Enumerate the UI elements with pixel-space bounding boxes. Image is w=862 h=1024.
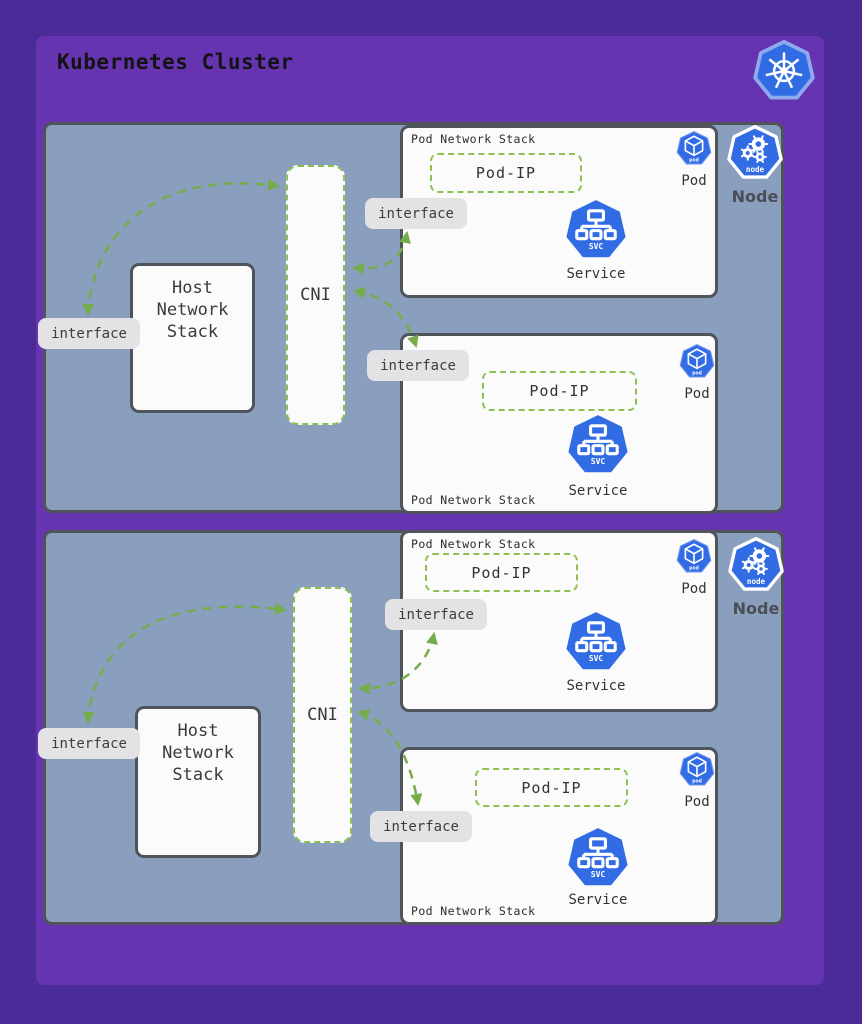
node-icon-label: node [746,165,765,174]
pod-icon: pod [676,538,712,575]
pod-ip-box: Pod-IP [430,153,582,193]
service-icon: SVC [567,825,629,891]
pod-icon: pod [679,343,715,380]
cni-box: CNI [286,165,345,425]
pod-icon-label: pod [689,565,699,571]
pod-interface-chip: interface [370,811,472,842]
cni-box: CNI [293,587,352,843]
pod-interface-chip: interface [365,198,467,229]
pod-ip-box: Pod-IP [475,768,628,807]
pod-network-stack-label: Pod Network Stack [411,904,536,918]
host-network-stack-box: Host Network Stack [135,706,261,858]
service-label: Service [568,483,628,499]
host-interface-chip: interface [38,318,140,349]
cni-label: CNI [307,705,338,725]
host-interface-chip: interface [38,728,140,759]
pod-ip-label: Pod-IP [471,563,532,582]
pod-interface-chip: interface [367,350,469,381]
host-network-stack-label: Host Network Stack [162,721,234,786]
service-label: Service [568,892,628,908]
node-icon: node [727,124,783,182]
pod-ip-label: Pod-IP [521,778,582,797]
node-icon-label: node [747,577,766,586]
pod-label: Pod [681,173,707,189]
pod-label: Pod [681,581,707,597]
node-box-1: node Node Host Network Stack CNI Pod Net… [38,122,784,514]
node-icon: node [728,536,784,594]
service-label: Service [566,678,626,694]
pod-label: Pod [684,386,710,402]
service-icon-label: SVC [589,654,604,663]
service-icon-label: SVC [591,457,606,466]
pod-network-stack-label: Pod Network Stack [411,537,536,551]
pod-icon-label: pod [692,778,702,784]
pod-interface-chip: interface [385,599,487,630]
page-title: Kubernetes Cluster [57,50,294,74]
pod-icon: pod [679,751,715,788]
service-icon-label: SVC [591,870,606,879]
node-label: Node [732,599,780,618]
pod-ip-box: Pod-IP [425,553,578,592]
service-icon: SVC [565,197,627,263]
host-network-stack-box: Host Network Stack [130,263,255,413]
cni-label: CNI [300,285,331,305]
pod-ip-box: Pod-IP [482,371,637,411]
pod-network-stack-box: Pod Network Stack Pod-IP pod Pod SVC Ser… [400,125,718,298]
node-box-2: node Node Host Network Stack CNI Pod Net… [38,530,784,925]
pod-icon-label: pod [689,157,699,163]
service-label: Service [566,266,626,282]
service-icon: SVC [567,412,629,478]
kubernetes-logo-icon [753,39,815,103]
service-icon: SVC [565,609,627,675]
pod-icon-label: pod [692,370,702,376]
pod-label: Pod [684,794,710,810]
pod-ip-label: Pod-IP [529,382,590,400]
pod-network-stack-label: Pod Network Stack [411,132,536,146]
pod-network-stack-box: Pod-IP pod Pod SVC Service Pod Network S… [400,747,718,925]
service-icon-label: SVC [589,242,604,251]
pod-icon: pod [676,130,712,167]
host-network-stack-label: Host Network Stack [156,278,229,343]
node-label: Node [731,187,779,206]
pod-network-stack-label: Pod Network Stack [411,493,536,507]
pod-ip-label: Pod-IP [475,164,537,182]
